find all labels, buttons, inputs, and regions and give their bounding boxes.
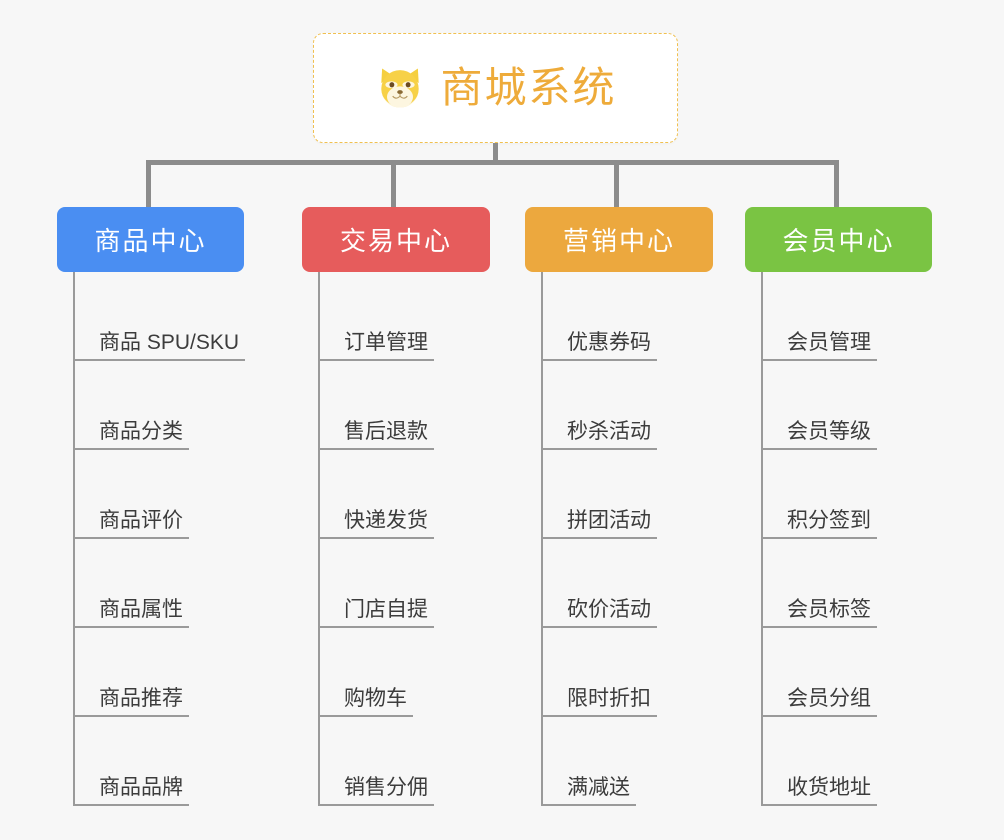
leaf-item[interactable]: 秒杀活动 (541, 361, 657, 450)
column-spine (541, 272, 543, 806)
leaf-item-label: 优惠券码 (541, 331, 657, 361)
leaf-item[interactable]: 快递发货 (318, 450, 434, 539)
category-label: 交易中心 (339, 226, 452, 256)
leaf-item[interactable]: 商品分类 (73, 361, 245, 450)
leaf-item[interactable]: 商品属性 (73, 539, 245, 628)
category-box[interactable]: 营销中心 (525, 207, 713, 272)
leaf-item-label: 秒杀活动 (541, 420, 657, 450)
leaf-item-label: 积分签到 (761, 509, 877, 539)
leaf-item-label: 订单管理 (318, 331, 434, 361)
category-column-3: 营销中心优惠券码秒杀活动拼团活动砍价活动限时折扣满减送 (525, 207, 713, 806)
leaf-item[interactable]: 优惠券码 (541, 272, 657, 361)
leaf-list: 会员管理会员等级积分签到会员标签会员分组收货地址 (761, 272, 877, 806)
leaf-item-label: 会员管理 (761, 331, 877, 361)
root-node[interactable]: 商城系统 (313, 33, 678, 143)
leaf-item[interactable]: 会员管理 (761, 272, 877, 361)
leaf-item[interactable]: 订单管理 (318, 272, 434, 361)
leaf-item-label: 会员标签 (761, 598, 877, 628)
connector-horizontal-bus (148, 160, 838, 165)
leaf-item-label: 商品 SPU/SKU (73, 331, 246, 361)
leaf-item[interactable]: 门店自提 (318, 539, 434, 628)
leaf-item[interactable]: 限时折扣 (541, 628, 657, 717)
leaf-item[interactable]: 积分签到 (761, 450, 877, 539)
category-column-1: 商品中心商品 SPU/SKU 商品分类商品评价商品属性商品推荐商品品牌 (57, 207, 246, 806)
leaf-item-label: 门店自提 (318, 598, 434, 628)
category-box[interactable]: 会员中心 (745, 207, 932, 272)
column-spine (73, 272, 75, 806)
leaf-item-label: 购物车 (318, 687, 413, 717)
shiba-dog-face-icon (381, 68, 420, 108)
leaf-item-label: 限时折扣 (541, 687, 657, 717)
category-label: 商品中心 (94, 226, 207, 256)
leaf-item[interactable]: 会员分组 (761, 628, 877, 717)
leaf-item-label: 销售分佣 (318, 776, 434, 806)
leaf-item[interactable]: 购物车 (318, 628, 434, 717)
leaf-item-label: 售后退款 (318, 420, 434, 450)
leaf-list: 优惠券码秒杀活动拼团活动砍价活动限时折扣满减送 (541, 272, 657, 806)
leaf-item-label: 商品属性 (73, 598, 189, 628)
connector-drop-1 (146, 160, 151, 207)
connector-root-stem (493, 143, 498, 164)
connector-drop-2 (391, 160, 396, 207)
leaf-item[interactable]: 拼团活动 (541, 450, 657, 539)
leaf-item-label: 拼团活动 (541, 509, 657, 539)
category-box[interactable]: 交易中心 (302, 207, 490, 272)
root-title: 商城系统 (440, 64, 617, 111)
category-label: 会员中心 (782, 226, 895, 256)
leaf-item-label: 商品分类 (73, 420, 189, 450)
leaf-item[interactable]: 销售分佣 (318, 717, 434, 806)
leaf-item[interactable]: 会员标签 (761, 539, 877, 628)
leaf-item[interactable]: 商品 SPU/SKU (73, 272, 246, 361)
leaf-item-label: 满减送 (541, 776, 636, 806)
category-box[interactable]: 商品中心 (57, 207, 244, 272)
column-spine (761, 272, 763, 806)
leaf-item-label: 商品推荐 (73, 687, 189, 717)
leaf-item[interactable]: 商品评价 (73, 450, 245, 539)
leaf-item-label: 收货地址 (761, 776, 877, 806)
leaf-item[interactable]: 满减送 (541, 717, 657, 806)
leaf-item[interactable]: 会员等级 (761, 361, 877, 450)
leaf-item-label: 商品评价 (73, 509, 189, 539)
category-label: 营销中心 (562, 226, 675, 256)
leaf-item-label: 快递发货 (318, 509, 434, 539)
connector-drop-3 (614, 160, 619, 207)
leaf-item[interactable]: 售后退款 (318, 361, 434, 450)
leaf-item[interactable]: 商品品牌 (73, 717, 245, 806)
leaf-item[interactable]: 砍价活动 (541, 539, 657, 628)
column-spine (318, 272, 320, 806)
leaf-list: 商品 SPU/SKU 商品分类商品评价商品属性商品推荐商品品牌 (73, 272, 246, 806)
leaf-item-label: 商品品牌 (73, 776, 189, 806)
category-column-2: 交易中心订单管理售后退款快递发货门店自提购物车销售分佣 (302, 207, 490, 806)
leaf-item-label: 会员等级 (761, 420, 877, 450)
leaf-item-label: 会员分组 (761, 687, 877, 717)
leaf-list: 订单管理售后退款快递发货门店自提购物车销售分佣 (318, 272, 434, 806)
leaf-item[interactable]: 收货地址 (761, 717, 877, 806)
leaf-item-label: 砍价活动 (541, 598, 657, 628)
category-column-4: 会员中心会员管理会员等级积分签到会员标签会员分组收货地址 (745, 207, 932, 806)
leaf-item[interactable]: 商品推荐 (73, 628, 245, 717)
connector-drop-4 (834, 160, 839, 207)
